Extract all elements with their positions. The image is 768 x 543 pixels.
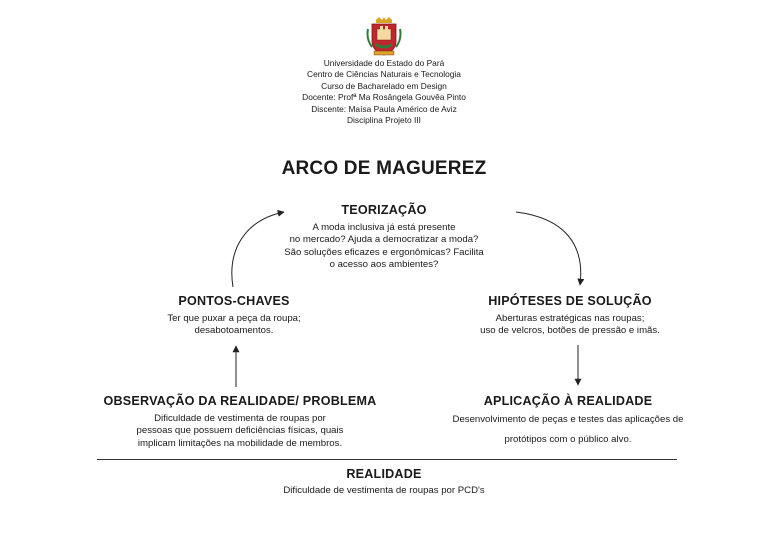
divider — [97, 459, 677, 460]
header-university: Universidade do Estado do Pará — [323, 58, 445, 68]
header-teacher: Docente: Profª Ma Rosângela Gouvêa Pinto — [302, 92, 466, 103]
institution-header: Universidade do Estado do Pará Centro de… — [234, 58, 534, 126]
arrow-pontos-to-teorizacao — [231, 209, 285, 288]
header-center: Centro de Ciências Naturais e Tecnologia — [307, 69, 461, 80]
node-teorizacao-line: A moda inclusiva já está presente — [312, 222, 456, 233]
node-teorizacao-title: TEORIZAÇÃO — [341, 203, 427, 217]
header-student: Discente: Maísa Paula Américo de Aviz — [311, 103, 457, 114]
node-observacao-line: pessoas que possuem deficiências físicas… — [136, 425, 344, 437]
node-hipoteses-text: Aberturas estratégicas nas roupas; uso d… — [420, 313, 720, 338]
node-pontos-chaves-text: Ter que puxar a peça da roupa; desabotoa… — [114, 313, 354, 338]
node-aplicacao-line: protótipos com o público alvo. — [504, 434, 632, 445]
node-hipoteses: HIPÓTESES DE SOLUÇÃO Aberturas estratégi… — [420, 294, 720, 338]
arrow-teorizacao-to-hipoteses — [515, 211, 585, 286]
node-pontos-chaves-title: PONTOS-CHAVES — [178, 294, 290, 308]
page-title: ARCO DE MAGUEREZ — [281, 158, 487, 179]
node-hipoteses-line: Aberturas estratégicas nas roupas; — [495, 313, 645, 324]
node-observacao: OBSERVAÇÃO DA REALIDADE/ PROBLEMA Dificu… — [64, 394, 416, 450]
node-pontos-chaves-line: Ter que puxar a peça da roupa; — [167, 313, 301, 324]
university-crest-icon — [366, 17, 402, 57]
node-observacao-text: Dificuldade de vestimenta de roupas por … — [64, 413, 416, 450]
node-observacao-line: Dificuldade de vestimenta de roupas por — [154, 413, 326, 424]
node-teorizacao-line: o acesso aos ambientes? — [329, 259, 439, 271]
node-pontos-chaves-line: desabotoamentos. — [194, 325, 274, 337]
node-aplicacao: APLICAÇÃO À REALIDADE Desenvolvimento de… — [418, 394, 718, 450]
node-aplicacao-line: Desenvolvimento de peças e testes das ap… — [452, 414, 684, 425]
node-teorizacao-line: no mercado? Ajuda a democratizar a moda? — [289, 234, 479, 246]
node-observacao-line: implicam limitações na mobilidade de mem… — [137, 437, 343, 449]
node-realidade-title: REALIDADE — [346, 467, 422, 481]
node-realidade: REALIDADE Dificuldade de vestimenta de r… — [184, 467, 584, 497]
node-aplicacao-text: Desenvolvimento de peças e testes das ap… — [418, 410, 718, 450]
node-teorizacao-line: São soluções eficazes e ergonômicas? Fac… — [284, 246, 484, 258]
node-realidade-text: Dificuldade de vestimenta de roupas por … — [283, 485, 485, 496]
node-hipoteses-title: HIPÓTESES DE SOLUÇÃO — [488, 294, 652, 308]
header-course: Curso de Bacharelado em Design — [321, 80, 447, 91]
node-hipoteses-line: uso de velcros, botões de pressão e imãs… — [480, 325, 660, 337]
node-pontos-chaves: PONTOS-CHAVES Ter que puxar a peça da ro… — [114, 294, 354, 338]
header-discipline: Disciplina Projeto III — [346, 115, 421, 126]
node-aplicacao-title: APLICAÇÃO À REALIDADE — [483, 394, 653, 408]
node-teorizacao-text: A moda inclusiva já está presente no mer… — [254, 222, 514, 272]
node-observacao-title: OBSERVAÇÃO DA REALIDADE/ PROBLEMA — [103, 394, 377, 408]
node-teorizacao: TEORIZAÇÃO A moda inclusiva já está pres… — [254, 203, 514, 272]
